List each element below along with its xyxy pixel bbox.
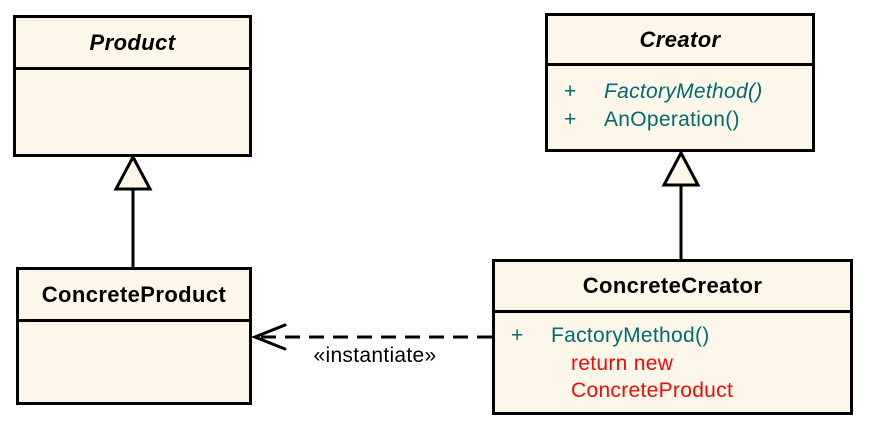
class-body-concrete-product (19, 322, 249, 334)
class-box-concrete-product: ConcreteProduct (16, 267, 252, 405)
generalization-arrow-creator (661, 149, 701, 259)
class-name-concrete-product: ConcreteProduct (19, 270, 249, 322)
class-name-product: Product (16, 18, 249, 70)
class-body-concrete-creator: + FactoryMethod() return new ConcreteProd… (495, 313, 850, 404)
method-factorymethod-abstract: + FactoryMethod() (548, 78, 812, 106)
method-name: FactoryMethod() (551, 324, 710, 347)
class-body-product (16, 70, 249, 82)
method-name: FactoryMethod() (604, 80, 763, 103)
class-name-creator: Creator (548, 16, 812, 66)
visibility-symbol: + (564, 108, 577, 131)
instantiate-stereotype-label: «instantiate» (313, 344, 437, 367)
code-annotation-line: ConcreteProduct (571, 379, 734, 402)
visibility-symbol: + (564, 80, 577, 103)
class-name-concrete-creator: ConcreteCreator (495, 262, 850, 313)
class-box-creator: Creator + FactoryMethod() + AnOperation() (545, 13, 815, 152)
generalization-arrow-product (113, 153, 153, 267)
method-anoperation: + AnOperation() (548, 106, 812, 134)
method-name: AnOperation() (604, 108, 740, 131)
code-annotation-line: return new (571, 352, 674, 375)
class-box-concrete-creator: ConcreteCreator + FactoryMethod() return … (492, 259, 853, 415)
class-box-product: Product (13, 15, 252, 157)
method-factorymethod: + FactoryMethod() (495, 322, 850, 350)
visibility-symbol: + (511, 324, 524, 347)
class-body-creator: + FactoryMethod() + AnOperation() (548, 66, 812, 134)
